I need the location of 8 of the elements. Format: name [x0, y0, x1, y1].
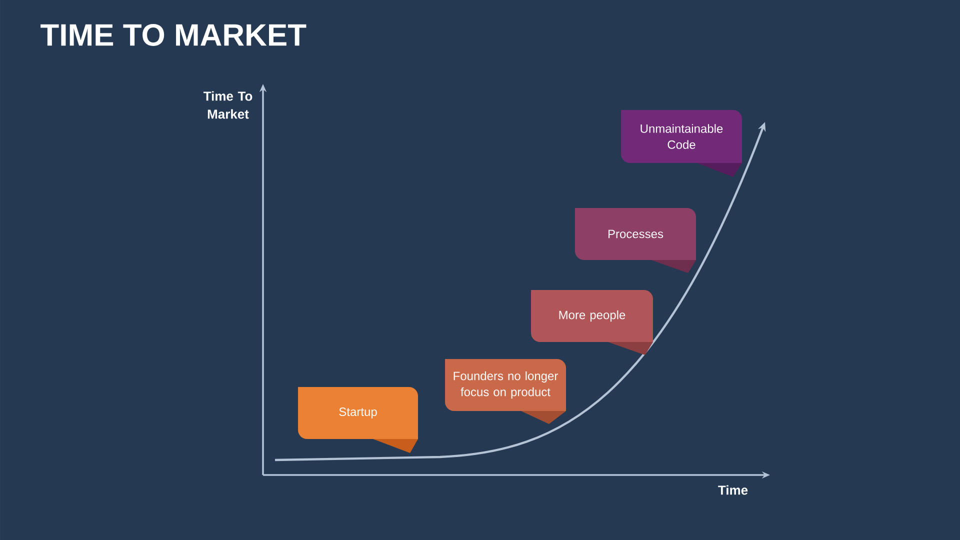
callout-box: Founders no longer focus on product [445, 359, 566, 424]
title: TIME TO MARKET [40, 24, 306, 46]
callout-box: Startup [298, 387, 418, 453]
axis-label: Time To Market [203, 91, 252, 119]
callout-box: Unmaintainable Code [621, 110, 742, 177]
callout-box: Processes [575, 208, 696, 273]
callout-box: More people [531, 290, 653, 355]
axis-label: Time [718, 485, 748, 495]
